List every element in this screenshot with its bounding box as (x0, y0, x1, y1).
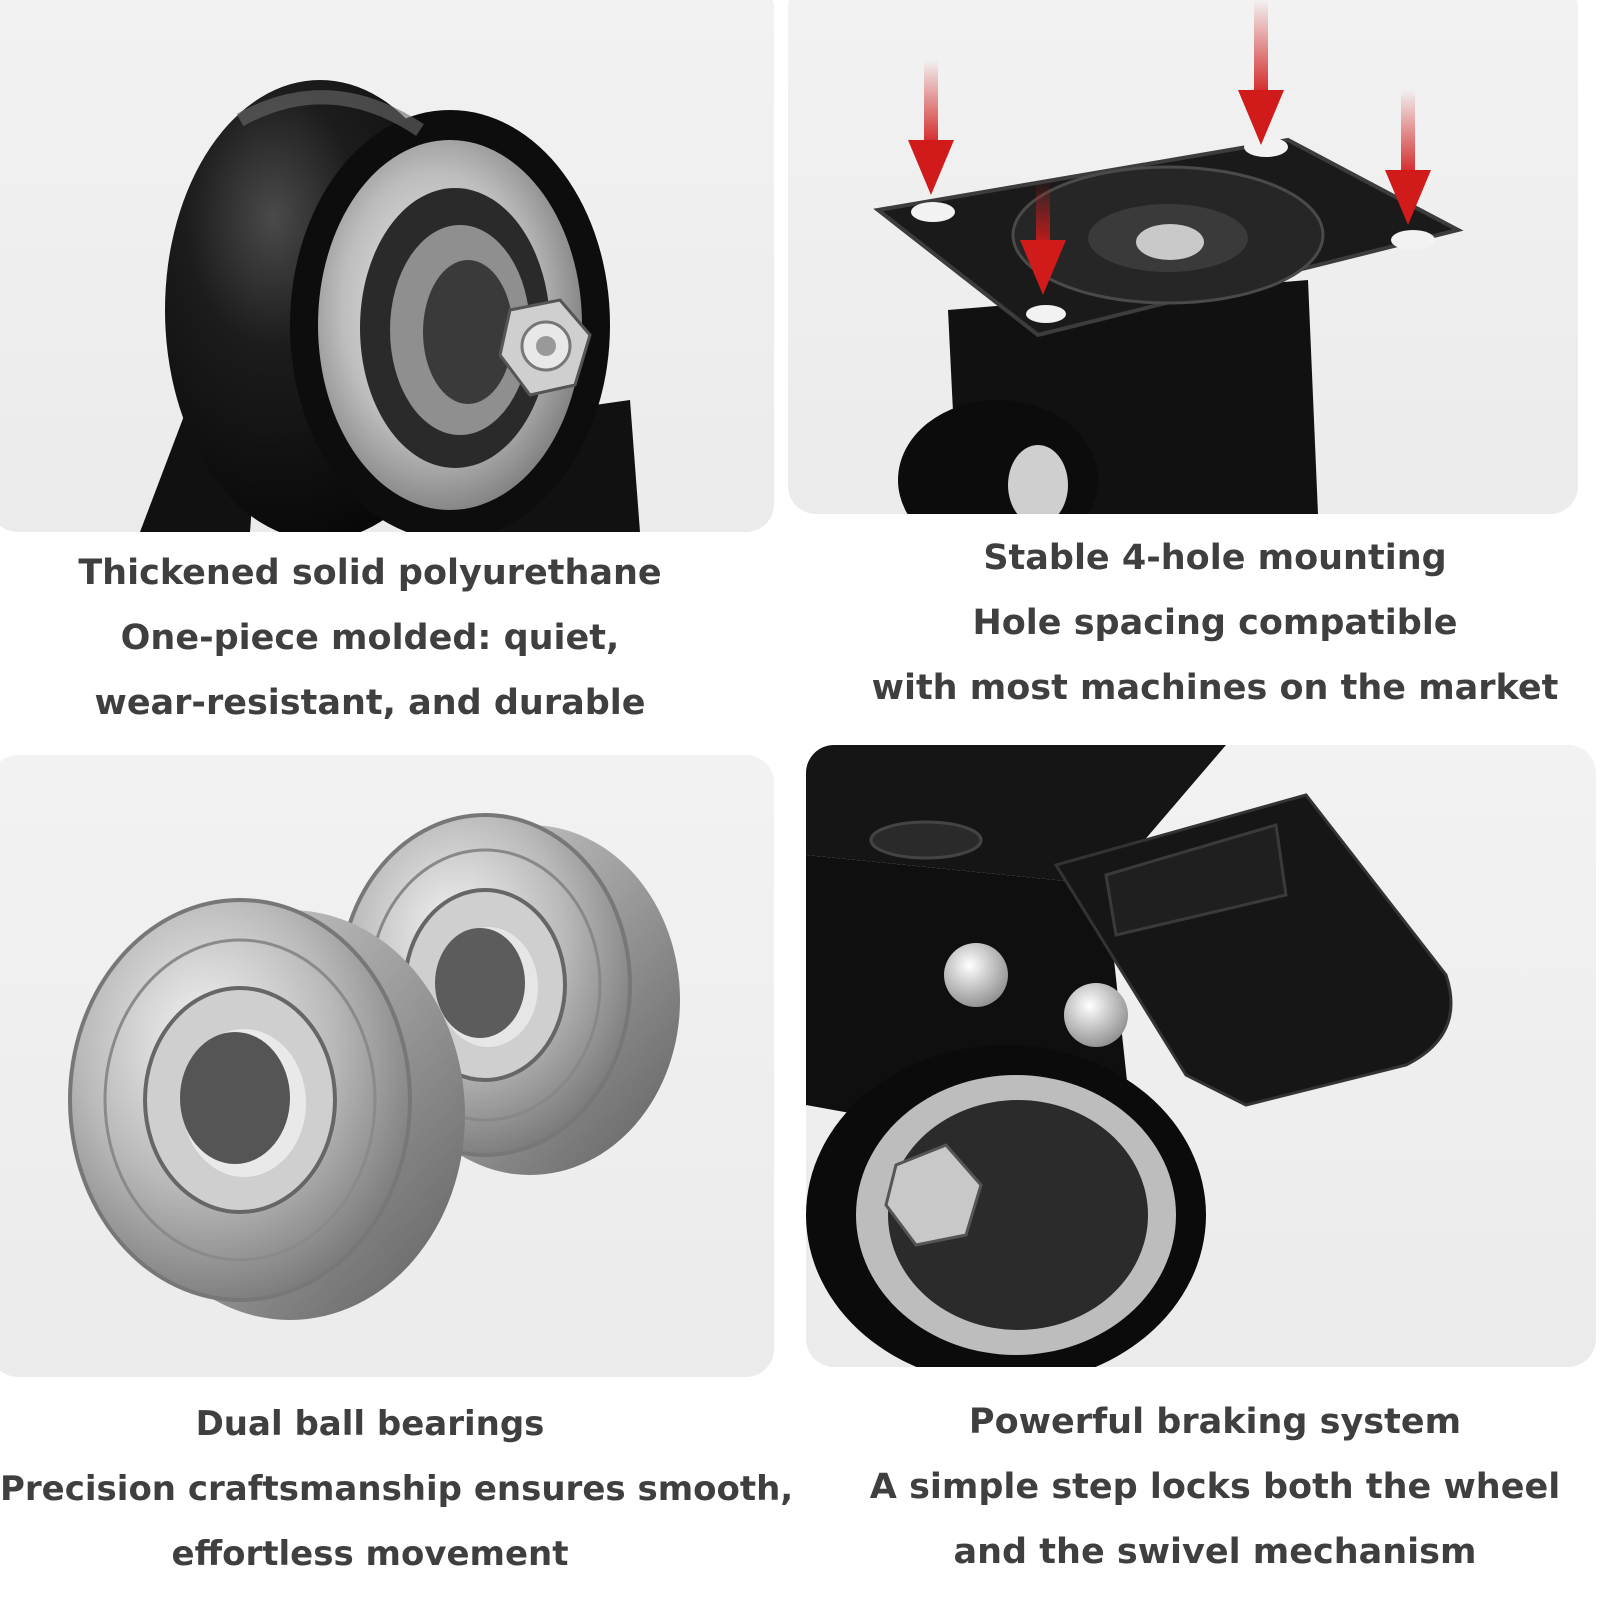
mounting-plate-image (788, 0, 1578, 514)
polyurethane-wheel-illustration (140, 80, 640, 532)
brake-caster-image (806, 745, 1596, 1367)
caption-line: Powerful braking system (968, 1402, 1462, 1442)
wheel-closeup-image (0, 0, 774, 532)
mounting-caption: Stable 4-hole mounting Hole spacing comp… (850, 526, 1580, 721)
ball-bearings-image (0, 755, 774, 1377)
braking-caption: Powerful braking system A simple step lo… (850, 1390, 1580, 1585)
caption-line: A simple step locks both the wheel (869, 1467, 1561, 1507)
caption-line: Stable 4-hole mounting (983, 538, 1447, 578)
arrow-icons (908, 0, 1431, 295)
caption-line: effortless movement (171, 1534, 569, 1574)
bearings-caption: Dual ball bearings Precision craftsmansh… (0, 1392, 794, 1587)
polyurethane-caption: Thickened solid polyurethane One-piece m… (0, 541, 740, 736)
caption-line: Dual ball bearings (195, 1404, 545, 1444)
caption-line: and the swivel mechanism (953, 1532, 1477, 1572)
caption-line: Hole spacing compatible (972, 603, 1458, 643)
caption-line: wear-resistant, and durable (94, 683, 646, 723)
caption-line: Thickened solid polyurethane (78, 553, 662, 593)
caption-line: with most machines on the market (871, 668, 1559, 708)
mounting-plate-illustration (873, 0, 1464, 514)
caption-line: One-piece molded: quiet, (120, 618, 620, 658)
ball-bearings-illustration (68, 813, 680, 1320)
brake-caster-illustration (806, 745, 1453, 1367)
caption-line: Precision craftsmanship ensures smooth, (0, 1469, 794, 1509)
